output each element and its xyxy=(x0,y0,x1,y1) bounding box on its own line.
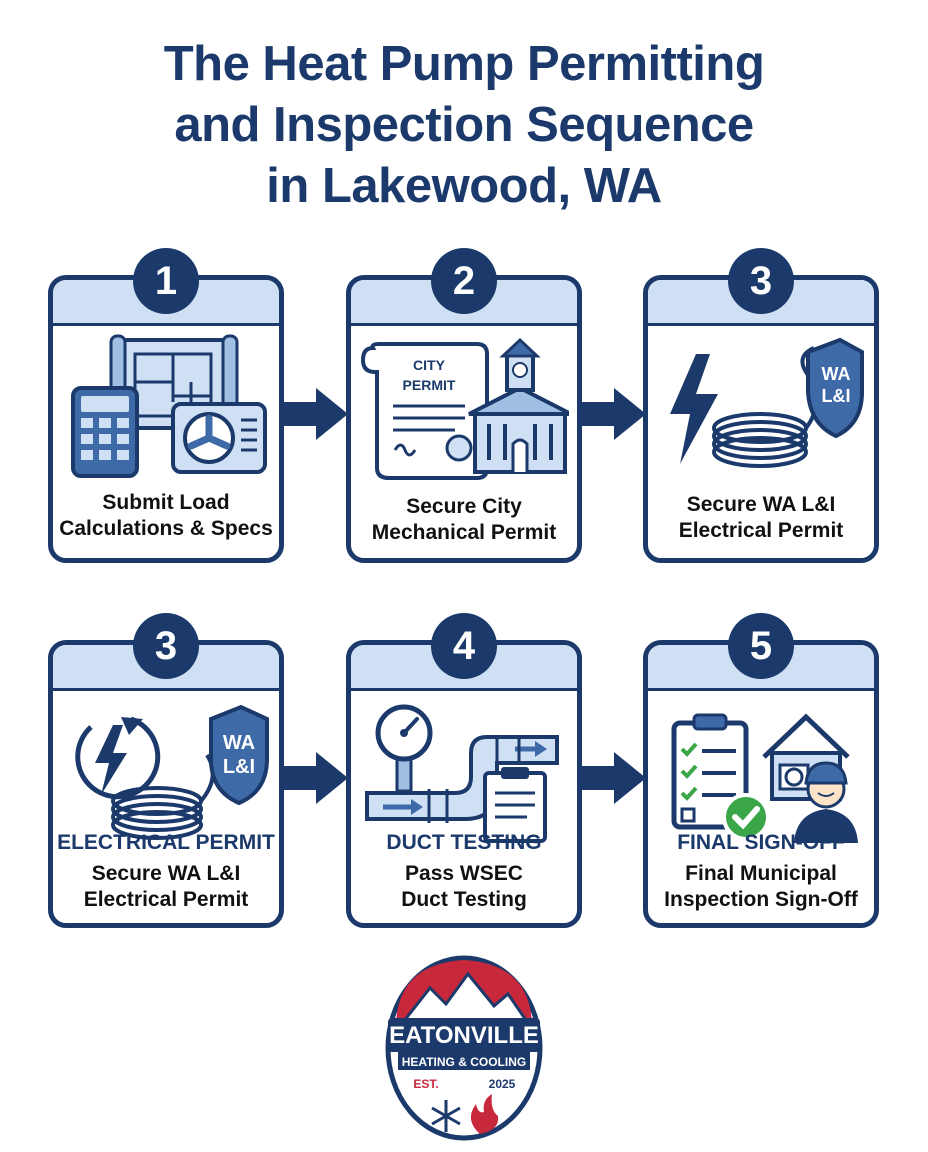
check-icon xyxy=(732,806,760,830)
city-hall-icon xyxy=(468,337,569,474)
step-number-badge: 3 xyxy=(133,613,199,679)
clipboard-checklist-icon xyxy=(671,713,749,830)
check-circle-icon xyxy=(722,793,770,841)
logo-name: EATONVILLE xyxy=(389,1022,539,1049)
logo-year: 2025 xyxy=(489,1077,516,1091)
arrow-right-icon xyxy=(582,752,646,804)
step-number-badge: 4 xyxy=(431,613,497,679)
flame-icon xyxy=(470,1094,499,1134)
electrical-permit-illustration: WA L&I xyxy=(670,337,864,468)
arrow-right-icon xyxy=(284,752,348,804)
step-caption: Final Municipal Inspection Sign-Off xyxy=(664,862,858,911)
shield-text-1: WA xyxy=(822,364,851,384)
city-permit-illustration: CITY PERMIT xyxy=(360,337,569,480)
page-title: The Heat Pump Permitting and Inspection … xyxy=(0,34,928,217)
step-caption: Submit Load Calculations & Specs xyxy=(59,491,273,540)
step-caption: Pass WSEC Duct Testing xyxy=(401,862,527,911)
shield-icon: WA L&I xyxy=(209,704,269,806)
title-line-1: The Heat Pump Permitting xyxy=(163,37,765,91)
inspector-avatar xyxy=(794,761,858,843)
lightning-bolt-icon xyxy=(670,354,718,464)
step-card-3: 3 WA L&I Secure WA L&I Electrical Permit xyxy=(643,248,879,563)
step-card-1: 1 Submit Load Calculations xyxy=(48,248,284,563)
step-number-badge: 1 xyxy=(133,248,199,314)
permit-doc-text-1: CITY xyxy=(413,357,446,373)
step-label: ELECTRICAL PERMIT xyxy=(57,831,275,854)
shield-icon: WA L&I xyxy=(806,337,864,439)
step-card-2: 2 CITY PERMIT Secure City Mechanical Per… xyxy=(346,248,582,563)
step-label: DUCT TESTING xyxy=(386,831,542,854)
step-caption: Secure WA L&I Electrical Permit xyxy=(678,493,844,542)
shield-text-2: L&I xyxy=(822,386,851,406)
logo-tagline: HEATING & COOLING xyxy=(402,1055,526,1069)
logo-est: EST. xyxy=(413,1077,438,1091)
shield-text-2: L&I xyxy=(223,756,255,778)
shield-text-1: WA xyxy=(223,732,255,754)
company-logo: EATONVILLE HEATING & COOLING EST. 2025 xyxy=(385,955,543,1141)
title-line-3: in Lakewood, WA xyxy=(266,159,662,213)
wire-coil-icon xyxy=(111,753,215,840)
permit-doc-text-2: PERMIT xyxy=(403,377,456,393)
wire-coil-icon xyxy=(712,346,818,468)
duct-testing-illustration xyxy=(365,704,559,843)
final-sign-off-illustration xyxy=(671,713,858,843)
step-caption: Secure City Mechanical Permit xyxy=(371,495,557,544)
calculator-icon xyxy=(71,386,139,478)
pressure-gauge-icon xyxy=(375,704,433,793)
arrow-right-icon xyxy=(582,388,646,440)
step-number-badge: 5 xyxy=(728,613,794,679)
step-card-6: 5 FINAL SIGN-OFF Final Municipal Inspect… xyxy=(643,613,879,928)
electrical-permit-illustration: WA L&I xyxy=(75,704,269,840)
clipboard-icon xyxy=(483,767,547,843)
permit-document-icon: CITY PERMIT xyxy=(360,342,489,480)
title-line-2: and Inspection Sequence xyxy=(174,98,754,152)
step-card-5: 4 DUCT TESTING Pass WSEC Duct Testing xyxy=(346,613,582,928)
snowflake-icon xyxy=(431,1100,461,1132)
arrow-right-icon xyxy=(284,388,348,440)
step-label: FINAL SIGN-OFF xyxy=(677,831,845,854)
power-cycle-icon xyxy=(75,716,161,800)
heat-pump-unit-icon xyxy=(171,402,267,474)
step-number-badge: 3 xyxy=(728,248,794,314)
step-card-4: 3 WA L&I ELECTRICAL PERMIT Secure WA L&I… xyxy=(48,613,284,928)
step-caption: Secure WA L&I Electrical Permit xyxy=(83,862,249,911)
load-calculations-illustration xyxy=(71,334,267,478)
step-number-badge: 2 xyxy=(431,248,497,314)
